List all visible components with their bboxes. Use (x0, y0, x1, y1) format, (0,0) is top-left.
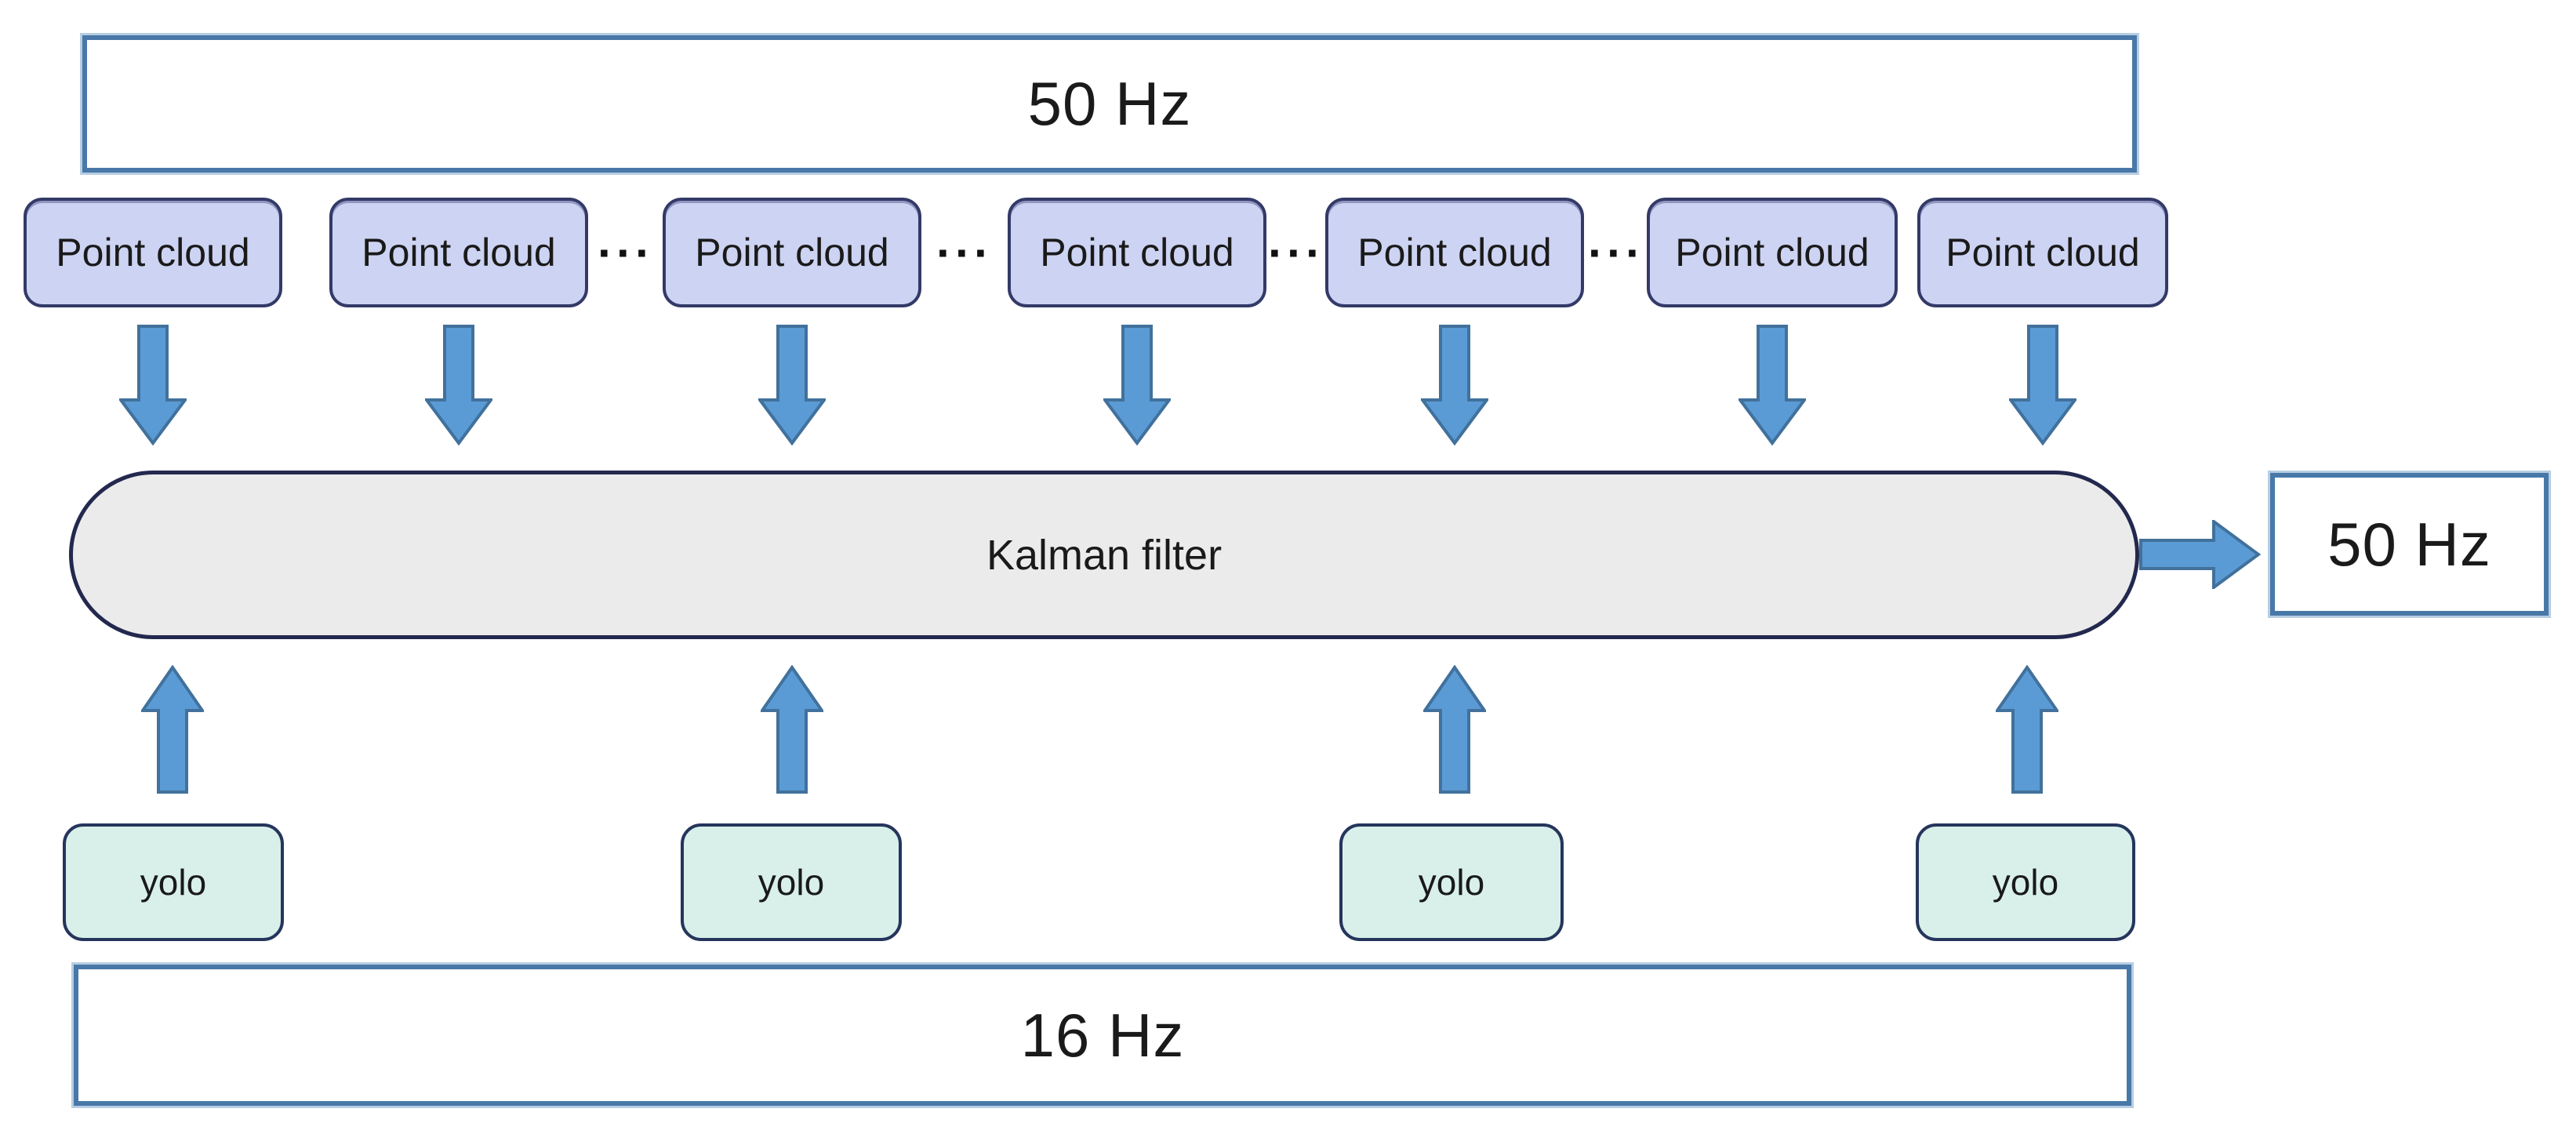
right-arrow-icon (2139, 520, 2261, 589)
up-arrow-icon (1996, 665, 2058, 794)
ellipsis-dots-3: ··· (1268, 226, 1324, 279)
point-cloud-label: Point cloud (1040, 231, 1234, 274)
arrow-shape (119, 325, 187, 445)
down-arrow-icon (758, 324, 826, 445)
yolo-label: yolo (140, 862, 207, 903)
point-cloud-label: Point cloud (1357, 231, 1552, 274)
yolo-label: yolo (758, 862, 825, 903)
arrow-shape (1421, 325, 1488, 445)
arrow-shape (1739, 325, 1806, 445)
point-cloud-box-1: Point cloud (24, 198, 282, 307)
output-rate-box: 50 Hz (2270, 473, 2549, 616)
up-arrow-icon (761, 665, 823, 794)
point-cloud-box-4: Point cloud (1008, 198, 1266, 307)
down-arrow-icon (1421, 324, 1488, 445)
down-arrow-icon (119, 324, 187, 445)
arrow-shape (425, 325, 492, 445)
up-arrow-icon (1423, 665, 1486, 794)
bottom-rate-box: 16 Hz (74, 965, 2131, 1106)
top-rate-box: 50 Hz (82, 35, 2137, 173)
yolo-label: yolo (1992, 862, 2059, 903)
point-cloud-label: Point cloud (1946, 231, 2140, 274)
yolo-box-4: yolo (1916, 823, 2135, 941)
yolo-label: yolo (1418, 862, 1485, 903)
arrow-shape (758, 325, 826, 445)
top-rate-label: 50 Hz (1027, 69, 1192, 138)
point-cloud-label: Point cloud (362, 231, 556, 274)
arrow-shape (1103, 325, 1171, 445)
point-cloud-label: Point cloud (56, 231, 250, 274)
arrow-shape (141, 665, 204, 794)
ellipsis-dots-4: ··· (1588, 226, 1644, 279)
up-arrow-icon (141, 665, 204, 794)
yolo-box-2: yolo (681, 823, 902, 941)
arrow-shape (761, 665, 823, 794)
arrow-shape (1996, 665, 2058, 794)
output-rate-label: 50 Hz (2327, 509, 2491, 579)
point-cloud-box-6: Point cloud (1647, 198, 1898, 307)
point-cloud-box-7: Point cloud (1917, 198, 2168, 307)
point-cloud-box-2: Point cloud (329, 198, 588, 307)
arrow-shape (2009, 325, 2076, 445)
ellipsis-dots-2: ··· (936, 226, 993, 279)
point-cloud-box-3: Point cloud (663, 198, 921, 307)
point-cloud-box-5: Point cloud (1325, 198, 1584, 307)
ellipsis-dots-1: ··· (598, 226, 654, 279)
arrow-shape (2139, 520, 2261, 589)
down-arrow-icon (2009, 324, 2076, 445)
kalman-filter-label: Kalman filter (986, 531, 1223, 579)
point-cloud-label: Point cloud (1675, 231, 1869, 274)
bottom-rate-label: 16 Hz (1020, 1000, 1185, 1070)
down-arrow-icon (1103, 324, 1171, 445)
yolo-box-3: yolo (1339, 823, 1564, 941)
arrow-shape (1423, 665, 1486, 794)
kalman-filter-node: Kalman filter (69, 471, 2139, 639)
point-cloud-label: Point cloud (695, 231, 889, 274)
down-arrow-icon (425, 324, 492, 445)
down-arrow-icon (1739, 324, 1806, 445)
yolo-box-1: yolo (63, 823, 284, 941)
